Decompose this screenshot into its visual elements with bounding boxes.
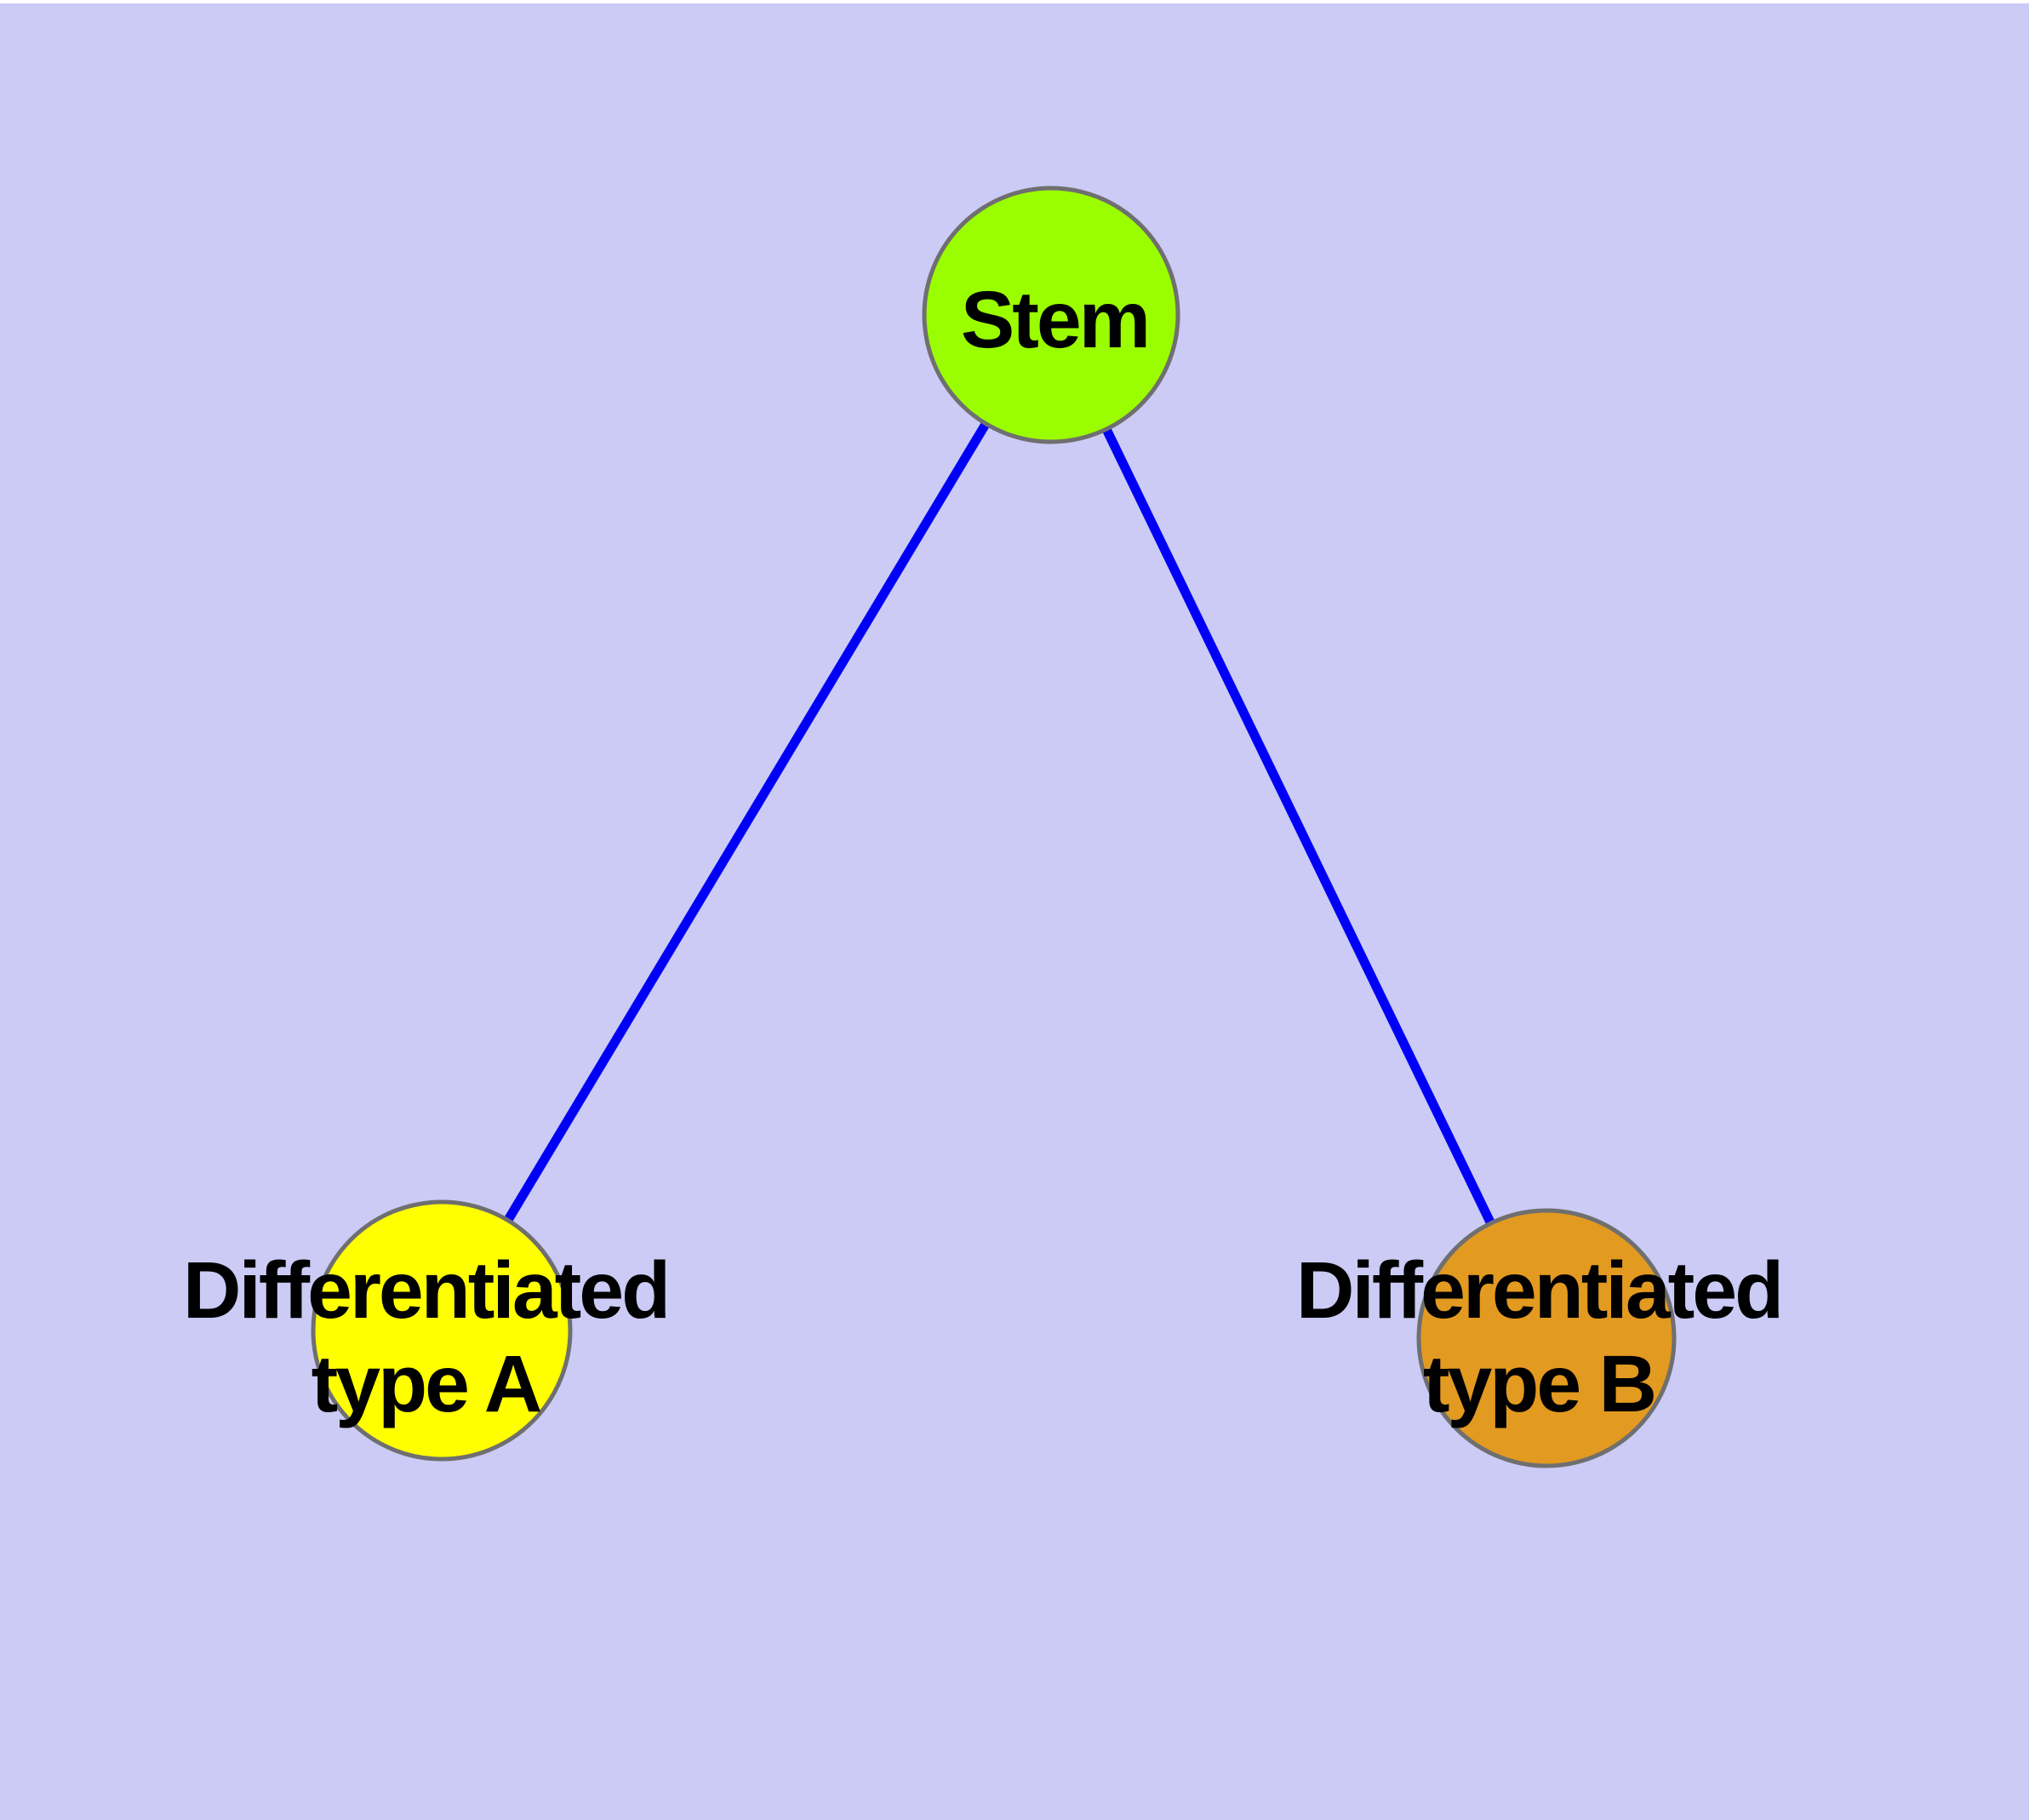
- node-stem-label: Stem: [961, 275, 1148, 365]
- node-differentiated-type-a: [311, 1199, 573, 1462]
- node-stem: [922, 186, 1180, 444]
- node-differentiated-type-b: [1416, 1208, 1677, 1468]
- node-type-a-label-line-1: Differentiated: [183, 1245, 668, 1336]
- node-type-a-label-line-2: type A: [311, 1339, 541, 1429]
- edge-stem-to-type-b: [1047, 312, 1551, 1341]
- node-type-b-label-line-1: Differentiated: [1296, 1245, 1781, 1336]
- edge-stem-to-type-a: [437, 312, 1055, 1333]
- node-type-b-label-line-2: type B: [1423, 1339, 1655, 1429]
